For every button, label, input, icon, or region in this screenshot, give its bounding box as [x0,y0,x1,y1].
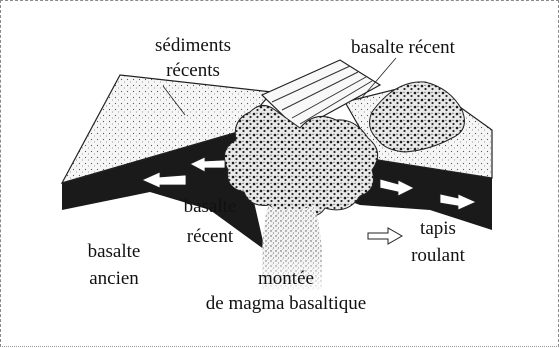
open-right-arrow-icon [368,228,402,244]
label-montee-line2: de magma basaltique [176,293,396,315]
label-tapis-line2: roulant [396,245,480,267]
label-basalte-ancien-line2: ancien [74,268,154,290]
label-sediments-line2: récents [138,60,248,82]
label-tapis-line1: tapis [408,218,468,240]
label-sediments-line1: sédiments [138,35,248,57]
label-montee-line1: montée [236,268,336,290]
label-basalte-recent-mid-line1: basalte [170,196,250,218]
label-basalte-recent-mid-line2: récent [170,226,250,248]
label-basalte-ancien-line1: basalte [74,241,154,263]
label-basalte-recent-top: basalte récent [328,37,478,59]
